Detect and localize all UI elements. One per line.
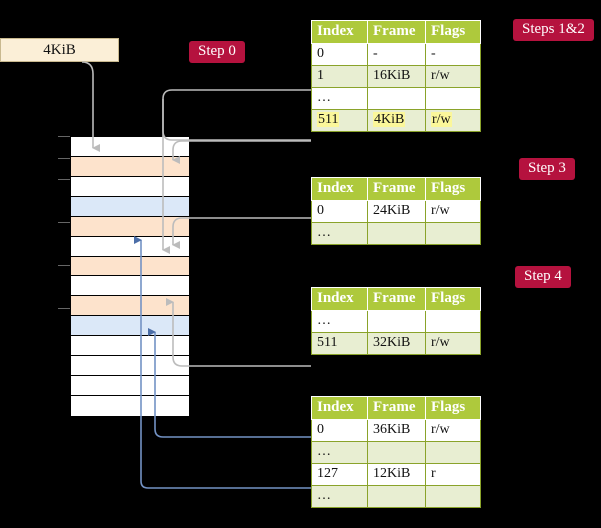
cell-index: 0 bbox=[311, 200, 368, 223]
cell-frame: 16KiB bbox=[367, 65, 426, 88]
memory-tick bbox=[58, 179, 70, 180]
cell-flags: r/w bbox=[425, 109, 481, 132]
cell-index: … bbox=[311, 222, 368, 245]
memory-frame-row bbox=[71, 316, 189, 337]
cell-flags bbox=[425, 310, 481, 333]
memory-frame-row bbox=[71, 196, 189, 217]
cell-index: 0 bbox=[311, 43, 368, 66]
highlighted-value: 511 bbox=[317, 112, 340, 127]
table-row: … bbox=[311, 222, 481, 245]
column-header-frame: Frame bbox=[367, 20, 426, 44]
cell-frame: 24KiB bbox=[367, 200, 426, 223]
memory-frame-row bbox=[71, 356, 189, 377]
column-header-flags: Flags bbox=[425, 177, 481, 201]
cell-frame bbox=[367, 485, 426, 508]
cell-flags bbox=[425, 485, 481, 508]
badge-steps-1-and-2: Steps 1&2 bbox=[513, 19, 594, 41]
cell-flags bbox=[425, 87, 481, 110]
column-header-frame: Frame bbox=[367, 396, 426, 420]
memory-frame-row bbox=[71, 137, 189, 157]
table-row: 511 4KiB r/w bbox=[311, 109, 481, 132]
highlighted-value: 4KiB bbox=[373, 112, 406, 127]
column-header-index: Index bbox=[311, 396, 368, 420]
cell-flags: - bbox=[425, 43, 481, 66]
cell-index: … bbox=[311, 441, 368, 464]
column-header-flags: Flags bbox=[425, 20, 481, 44]
cell-frame: 4KiB bbox=[367, 109, 426, 132]
cell-index: 511 bbox=[311, 109, 368, 132]
memory-frame-row bbox=[71, 156, 189, 177]
cell-flags bbox=[425, 222, 481, 245]
cell-frame: 32KiB bbox=[367, 332, 426, 355]
badge-step-0: Step 0 bbox=[189, 41, 245, 63]
cell-frame bbox=[367, 310, 426, 333]
wire-frame-to-table2 bbox=[172, 140, 311, 164]
cell-index: … bbox=[311, 485, 368, 508]
wire-table2-to-frame bbox=[172, 217, 311, 249]
cell-index: … bbox=[311, 87, 368, 110]
column-header-flags: Flags bbox=[425, 396, 481, 420]
size-label-text: 4KiB bbox=[43, 41, 76, 58]
memory-tick bbox=[58, 158, 70, 159]
memory-frame-row bbox=[71, 296, 189, 317]
memory-frame-row bbox=[71, 376, 189, 397]
cell-flags: r bbox=[425, 463, 481, 486]
table-row: … bbox=[311, 87, 481, 110]
cell-flags: r/w bbox=[425, 332, 481, 355]
column-header-frame: Frame bbox=[367, 177, 426, 201]
memory-tick bbox=[58, 222, 70, 223]
memory-frame-row bbox=[71, 256, 189, 277]
cell-frame: 36KiB bbox=[367, 419, 426, 442]
wire-table3-to-frame bbox=[166, 298, 311, 367]
cell-flags: r/w bbox=[425, 65, 481, 88]
cell-frame bbox=[367, 87, 426, 110]
memory-tick bbox=[58, 265, 70, 266]
cell-flags bbox=[425, 441, 481, 464]
column-header-index: Index bbox=[311, 177, 368, 201]
memory-frame-row bbox=[71, 236, 189, 257]
cell-index: 1 bbox=[311, 65, 368, 88]
column-header-frame: Frame bbox=[367, 287, 426, 311]
cell-frame bbox=[367, 222, 426, 245]
cell-index: 127 bbox=[311, 463, 368, 486]
wire-table1-entry511 bbox=[162, 89, 311, 141]
cell-frame: - bbox=[367, 43, 426, 66]
memory-frame-row bbox=[71, 216, 189, 237]
highlighted-value: r/w bbox=[431, 112, 452, 127]
badge-step-3: Step 3 bbox=[519, 158, 575, 180]
physical-memory-column bbox=[70, 136, 190, 416]
cell-index: 511 bbox=[311, 332, 368, 355]
table-row: … bbox=[311, 310, 481, 333]
badge-step-4: Step 4 bbox=[515, 266, 571, 288]
cell-frame: 12KiB bbox=[367, 463, 426, 486]
table-row: 0-- bbox=[311, 43, 481, 66]
memory-frame-row bbox=[71, 276, 189, 297]
column-header-flags: Flags bbox=[425, 287, 481, 311]
memory-tick bbox=[58, 308, 70, 309]
column-header-index: Index bbox=[311, 20, 368, 44]
size-label-4kib: 4KiB bbox=[0, 38, 119, 62]
memory-frame-row bbox=[71, 396, 189, 416]
cell-index: 0 bbox=[311, 419, 368, 442]
cell-flags: r/w bbox=[425, 419, 481, 442]
cell-index: … bbox=[311, 310, 368, 333]
memory-frame-row bbox=[71, 336, 189, 357]
table-row: … bbox=[311, 441, 481, 464]
table-row: … bbox=[311, 485, 481, 508]
memory-tick bbox=[58, 136, 70, 137]
column-header-index: Index bbox=[311, 287, 368, 311]
memory-frame-row bbox=[71, 176, 189, 197]
cell-flags: r/w bbox=[425, 200, 481, 223]
cell-frame bbox=[367, 441, 426, 464]
